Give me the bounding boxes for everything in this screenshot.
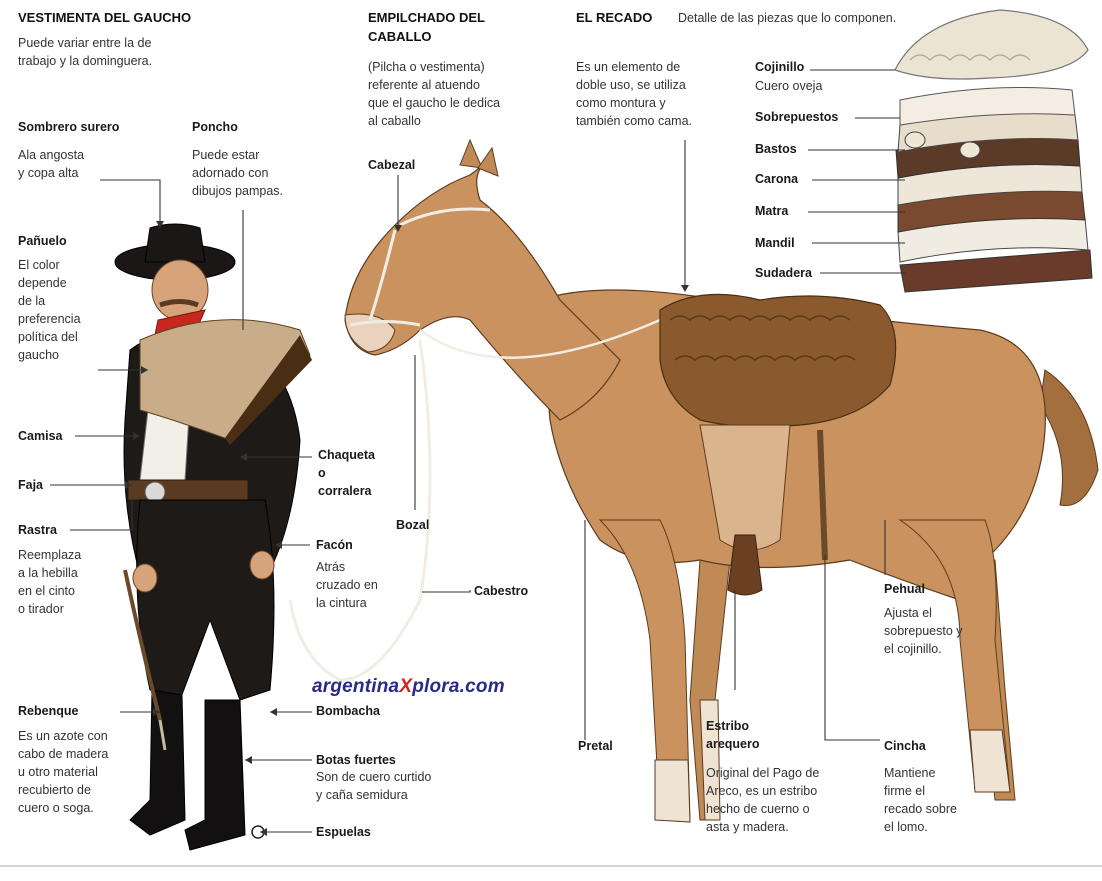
pretal-label: Pretal — [578, 737, 613, 755]
panuelo-label: Pañuelo — [18, 232, 67, 250]
espuelas-label: Espuelas — [316, 823, 371, 841]
recado-piece-mandil: Mandil — [755, 234, 795, 252]
caballo-section-intro: (Pilcha o vestimenta) referente al atuen… — [368, 58, 500, 130]
sombrero-label: Sombrero surero — [18, 118, 119, 136]
estribo-label: Estribo arequero — [706, 717, 760, 753]
recado-layers-illustration — [895, 10, 1092, 292]
sombrero-desc: Ala angosta y copa alta — [18, 146, 84, 182]
facon-desc: Atrás cruzado en la cintura — [316, 558, 378, 612]
rebenque-label: Rebenque — [18, 702, 78, 720]
botas-desc: Son de cuero curtido y caña semidura — [316, 768, 431, 804]
cabezal-label: Cabezal — [368, 156, 415, 174]
recado-piece-sudadera: Sudadera — [755, 264, 812, 282]
recado-section-subtitle: Detalle de las piezas que lo componen. — [678, 9, 896, 27]
recado-piece-cojinillo-desc: Cuero oveja — [755, 77, 822, 95]
recado-piece-sobrepuestos: Sobrepuestos — [755, 108, 838, 126]
estribo-desc: Original del Pago de Areco, es un estrib… — [706, 764, 819, 836]
bozal-label: Bozal — [396, 516, 429, 534]
recado-piece-cojinillo: Cojinillo — [755, 58, 804, 76]
chaqueta-label: Chaqueta o corralera — [318, 446, 375, 500]
rebenque-desc: Es un azote con cabo de madera u otro ma… — [18, 727, 108, 817]
pehual-label: Pehual — [884, 580, 925, 598]
gaucho-section-intro: Puede variar entre la de trabajo y la do… — [18, 34, 152, 70]
cincha-desc: Mantiene firme el recado sobre el lomo. — [884, 764, 957, 836]
cabestro-label: Cabestro — [474, 582, 528, 600]
recado-section-title: EL RECADO — [576, 8, 652, 27]
camisa-label: Camisa — [18, 427, 62, 445]
bombacha-label: Bombacha — [316, 702, 380, 720]
recado-piece-bastos: Bastos — [755, 140, 797, 158]
watermark-logo[interactable]: argentinaXplora.com — [312, 676, 505, 698]
pehual-desc: Ajusta el sobrepuesto y el cojinillo. — [884, 604, 963, 658]
caballo-section-title: EMPILCHADO DEL CABALLO — [368, 8, 485, 46]
watermark-suffix: plora.com — [412, 676, 505, 697]
recado-section-intro: Es un elemento de doble uso, se utiliza … — [576, 58, 692, 130]
recado-piece-carona: Carona — [755, 170, 798, 188]
faja-label: Faja — [18, 476, 43, 494]
facon-label: Facón — [316, 536, 353, 554]
rastra-desc: Reemplaza a la hebilla en el cinto o tir… — [18, 546, 81, 618]
poncho-desc: Puede estar adornado con dibujos pampas. — [192, 146, 283, 200]
panuelo-desc: El color depende de la preferencia polít… — [18, 256, 81, 364]
botas-label: Botas fuertes — [316, 751, 396, 769]
gaucho-section-title: VESTIMENTA DEL GAUCHO — [18, 8, 191, 27]
watermark-prefix: argentina — [312, 676, 399, 697]
rastra-label: Rastra — [18, 521, 57, 539]
poncho-label: Poncho — [192, 118, 238, 136]
watermark-x: X — [399, 676, 412, 697]
recado-piece-matra: Matra — [755, 202, 788, 220]
gaucho-illustration — [115, 224, 312, 850]
cincha-label: Cincha — [884, 737, 926, 755]
